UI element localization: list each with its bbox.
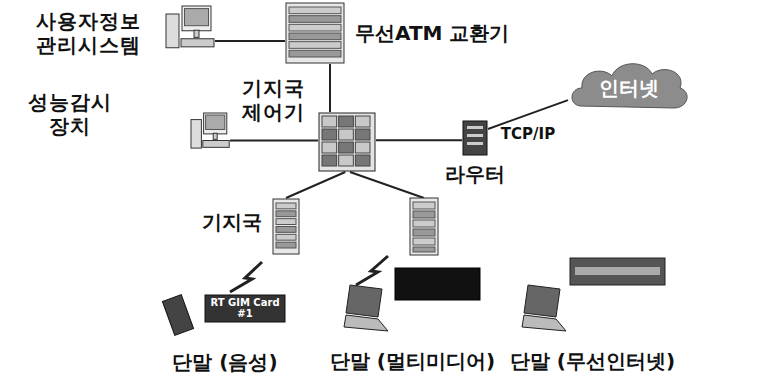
device-icon [272, 198, 300, 255]
device-node: 기지국 제어기 [318, 112, 376, 172]
device-label: 라우터 [445, 162, 505, 186]
device-icon [285, 2, 345, 64]
network-link [215, 40, 285, 42]
device-label: 사용자정보 관리시스템 [26, 9, 151, 57]
device-node: 인터넷 [568, 58, 690, 112]
protocol-label: TCP/IP [499, 126, 557, 143]
device-node: 라우터 [462, 120, 488, 156]
device-label: 무선ATM 교환기 [355, 21, 509, 45]
device-node: 기지국 [272, 198, 300, 255]
card-text: RT GIM Card #1 [207, 297, 283, 319]
network-link [230, 140, 318, 142]
device-label: 성능감시 장치 [20, 90, 120, 138]
radio-bolt [230, 262, 262, 292]
radio-bolt [356, 256, 388, 285]
device-node: 단말 (무선인터넷) [515, 255, 670, 335]
device-label: 인터넷 [599, 76, 659, 100]
device-label: 단말 (무선인터넷) [510, 349, 675, 373]
network-link [329, 64, 331, 112]
device-node: 단말 (음성) [160, 285, 290, 338]
device-icon [462, 120, 488, 156]
network-link [376, 139, 462, 141]
network-link [286, 172, 345, 198]
device-label: 기지국 제어기 [234, 76, 312, 124]
device-node: 성능감시 장치 [190, 112, 230, 150]
base-station-icon [410, 198, 438, 255]
device-icon [160, 285, 290, 338]
device-node: 사용자정보 관리시스템 [165, 5, 215, 50]
device-icon [340, 265, 485, 335]
device-icon [190, 112, 230, 150]
device-label: 단말 (멀티미디어) [330, 349, 495, 373]
network-link [488, 100, 568, 129]
wire [350, 172, 424, 198]
device-node: 무선ATM 교환기 [285, 2, 345, 64]
device-node: 단말 (멀티미디어) [340, 265, 485, 335]
device-icon [318, 112, 376, 172]
device-icon [165, 5, 215, 50]
device-label: 기지국 [202, 210, 262, 234]
device-label: 단말 (음성) [172, 350, 277, 374]
device-icon [515, 255, 670, 335]
